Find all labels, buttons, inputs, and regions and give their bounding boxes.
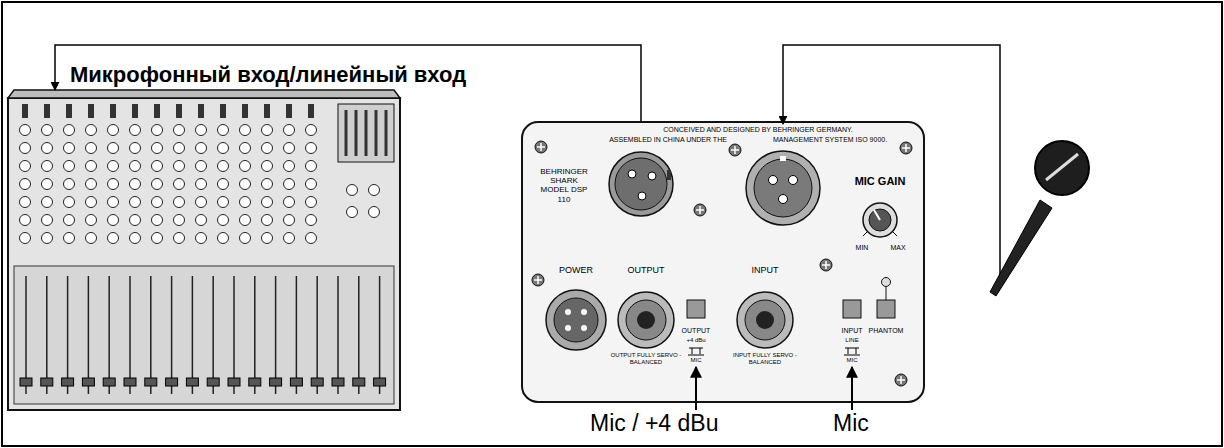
panel-label: LINE (845, 337, 858, 344)
panel-label: MIN (856, 244, 869, 252)
panel-label: ASSEMBLED IN CHINA UNDER THE (609, 136, 727, 144)
panel-label: PHANTOM (869, 327, 904, 335)
rear-panel-illustration (522, 122, 924, 402)
panel-label: OUTPUT (682, 327, 711, 335)
panel-label: MIC (691, 357, 702, 364)
mixer: Микрофонный вход/линейный вход (8, 98, 400, 410)
panel-label: OUTPUT (628, 265, 665, 275)
switch-callout: Mic / +4 dBu (590, 410, 718, 437)
microphone (990, 141, 1089, 296)
input-heading: Микрофонный вход/линейный вход (70, 62, 466, 88)
panel-label: +4 dBu (686, 337, 705, 344)
panel-label: INPUT (842, 327, 863, 335)
panel-label: INPUT (752, 265, 779, 275)
panel-label: INPUT FULLY SERVO - BALANCED (725, 352, 805, 366)
panel-label: MANAGEMENT SYSTEM ISO 9000. (773, 136, 887, 144)
panel-label: CONCEIVED AND DESIGNED BY BEHRINGER GERM… (663, 126, 853, 134)
panel-label: OUTPUT FULLY SERVO - BALANCED (606, 352, 686, 366)
leader-arrow (851, 367, 853, 410)
panel-label: MAX (890, 244, 905, 252)
panel-label: MIC GAIN (855, 175, 906, 188)
mixer-illustration (8, 90, 400, 410)
mic-cable (783, 45, 1000, 290)
panel-label: POWER (559, 265, 593, 275)
leader-arrow (695, 367, 697, 410)
panel-label: BEHRINGER SHARK MODEL DSP 110 (540, 167, 588, 204)
rear-panel: CONCEIVED AND DESIGNED BY BEHRINGER GERM… (522, 122, 924, 402)
output-cable (55, 45, 641, 122)
panel-label: MIC (847, 357, 858, 364)
switch-callout: Mic (833, 410, 869, 437)
